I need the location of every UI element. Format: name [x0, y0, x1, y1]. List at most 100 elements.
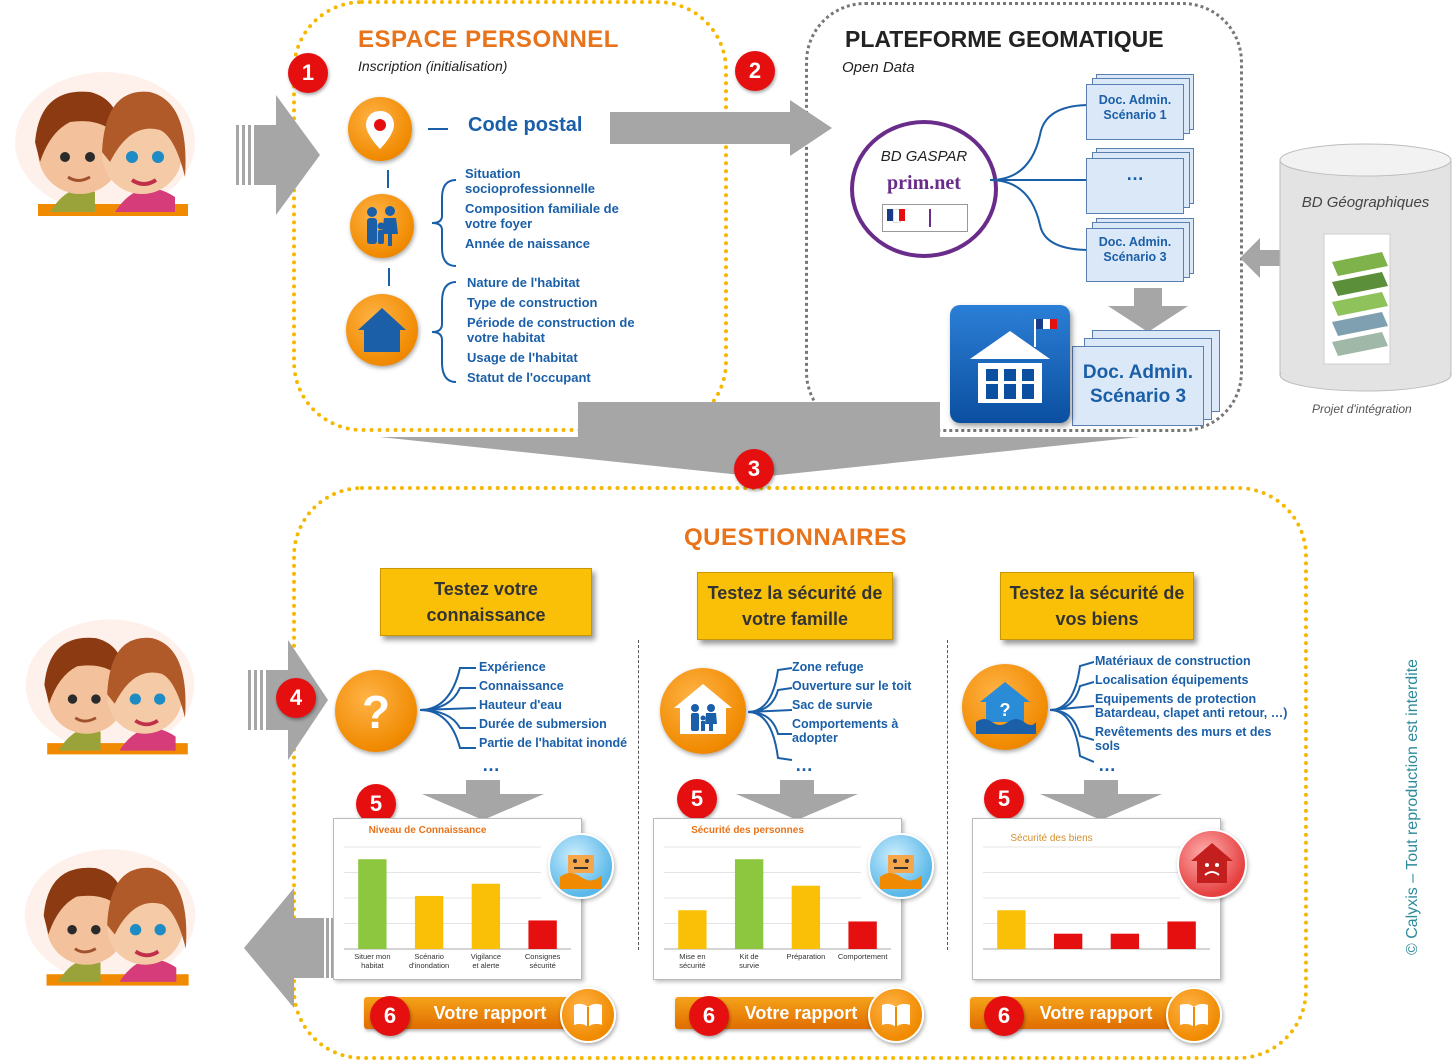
- bar: [1167, 921, 1196, 949]
- testez-securite-famille-button[interactable]: Testez la sécurité de votre famille: [697, 572, 893, 640]
- espace-personnel-title: ESPACE PERSONNEL: [358, 26, 619, 53]
- testez-securite-biens-button[interactable]: Testez la sécurité de vos biens: [1000, 572, 1194, 640]
- arrow-down-col3: [1040, 780, 1162, 820]
- espace-personnel-frame: [292, 0, 728, 432]
- step-5-badge: 5: [984, 779, 1024, 819]
- family-icon: [350, 194, 414, 258]
- habitat-info-list: Nature de l'habitat Type de construction…: [467, 275, 637, 390]
- column-separator: [947, 640, 948, 950]
- tick-label: sécurité: [679, 961, 705, 970]
- questionnaires-title: QUESTIONNAIRES: [684, 524, 908, 551]
- list-item: Sac de survie: [792, 698, 873, 712]
- more-items-indicator: …: [1098, 755, 1116, 775]
- open-book-icon[interactable]: [868, 987, 924, 1043]
- connector-line: [388, 268, 390, 286]
- securite-biens-topics-list: Matériaux de construction Localisation é…: [1095, 654, 1295, 758]
- tick-label: habitat: [361, 961, 384, 970]
- bar: [1110, 933, 1140, 949]
- doc-admin-ellipsis: …: [1086, 158, 1184, 214]
- code-postal-label: Code postal: [468, 114, 583, 136]
- bd-geographiques-database: BD Géographiques: [1278, 142, 1453, 392]
- list-item: Durée de submersion: [479, 717, 607, 731]
- bd-gaspar-label: BD GASPAR: [880, 148, 968, 165]
- tick-label: Situer mon: [354, 952, 390, 961]
- bar: [734, 859, 764, 949]
- step-1-badge: 1: [288, 53, 328, 93]
- list-item: Partie de l'habitat inondé: [479, 736, 628, 750]
- list-item: Zone refuge: [792, 660, 864, 674]
- list-item: Localisation équipements: [1095, 673, 1249, 687]
- list-item: Expérience: [479, 660, 546, 674]
- list-item: Statut de l'occupant: [467, 370, 591, 385]
- bar: [1053, 933, 1083, 949]
- testez-connaissance-button[interactable]: Testez votre connaissance: [380, 568, 592, 636]
- arrow-down-col2: [736, 780, 858, 820]
- list-item: Matériaux de construction: [1095, 654, 1251, 668]
- bar: [414, 895, 444, 949]
- step-4-badge: 4: [276, 678, 316, 718]
- copyright-notice: © Calyxis – Tout reproduction est interd…: [1404, 658, 1421, 955]
- couple-illustration-top: [15, 72, 195, 216]
- chart-title: Sécurité des biens: [1010, 833, 1093, 844]
- open-book-icon[interactable]: [560, 987, 616, 1043]
- espace-personnel-subtitle: Inscription (initialisation): [358, 58, 508, 74]
- question-icon: ?: [335, 670, 417, 752]
- connector-line: [428, 128, 448, 130]
- brace-icon: [431, 281, 457, 383]
- tick-label: et alerte: [472, 961, 499, 970]
- securite-famille-topics-list: Zone refuge Ouverture sur le toit Sac de…: [792, 660, 932, 750]
- chart-title: Niveau de Connaissance: [368, 825, 487, 836]
- ministry-logo: [882, 204, 968, 232]
- tick-label: d'inondation: [409, 961, 449, 970]
- sad-house-icon: [1177, 829, 1247, 899]
- connector-branches: [990, 104, 1090, 251]
- bar: [358, 859, 387, 949]
- svg-text:?: ?: [1000, 700, 1011, 720]
- list-item: Revêtements des murs et des sols: [1095, 725, 1272, 753]
- open-book-icon[interactable]: [1166, 987, 1222, 1043]
- chart-title: Sécurité des personnes: [691, 825, 804, 836]
- list-item: Situation socioprofessionnelle: [465, 166, 596, 196]
- plateforme-title: PLATEFORME GEOMATIQUE: [845, 26, 1164, 52]
- arrow-down-col1: [422, 780, 544, 820]
- brace-icon: [431, 179, 457, 267]
- svg-text:?: ?: [362, 686, 390, 738]
- bar: [528, 920, 557, 949]
- list-item: Ouverture sur le toit: [792, 679, 912, 693]
- connaissance-topics-list: Expérience Connaissance Hauteur d'eau Du…: [479, 660, 639, 755]
- step-5-badge: 5: [677, 779, 717, 819]
- family-info-list: Situation socioprofessionnelle Compositi…: [465, 166, 635, 256]
- location-pin-icon: [348, 97, 412, 161]
- list-item: Connaissance: [479, 679, 564, 693]
- mood-face-icon: [548, 833, 614, 899]
- step-6-badge: 6: [689, 996, 729, 1036]
- more-items-indicator: …: [795, 755, 813, 775]
- bar: [997, 910, 1026, 949]
- tick-label: Kit de: [740, 952, 759, 961]
- list-item: Nature de l'habitat: [467, 275, 580, 290]
- doc-admin-scenario-1: Doc. Admin. Scénario 1: [1086, 84, 1184, 140]
- doc-admin-scenario-3: Doc. Admin. Scénario 3: [1086, 228, 1184, 282]
- list-item: Usage de l'habitat: [467, 350, 578, 365]
- bd-gaspar-circle: BD GASPAR prim.net: [850, 120, 998, 258]
- tick-label: survie: [739, 961, 759, 970]
- list-item: Equipements de protection Batardeau, cla…: [1095, 692, 1288, 720]
- tick-label: Vigilance: [471, 952, 501, 961]
- arrow-espace-to-plateforme: [610, 100, 832, 156]
- fan-connector: [1050, 661, 1094, 763]
- step-5-badge: 5: [356, 784, 396, 824]
- chart-panel-securite-biens: Sécurité des biens: [972, 818, 1247, 980]
- tick-label: Consignes: [525, 952, 561, 961]
- tick-label: Scénario: [414, 952, 444, 961]
- couple-illustration-bottom: [24, 849, 196, 986]
- list-item: Année de naissance: [465, 236, 590, 251]
- arrow-docs-down: [1108, 288, 1188, 332]
- projet-integration-caption: Projet d'intégration: [1312, 402, 1412, 416]
- family-house-icon: [660, 668, 746, 754]
- list-item: Composition familiale de votre foyer: [465, 201, 619, 231]
- plateforme-subtitle: Open Data: [842, 59, 915, 76]
- couple-illustration-middle: [25, 619, 195, 755]
